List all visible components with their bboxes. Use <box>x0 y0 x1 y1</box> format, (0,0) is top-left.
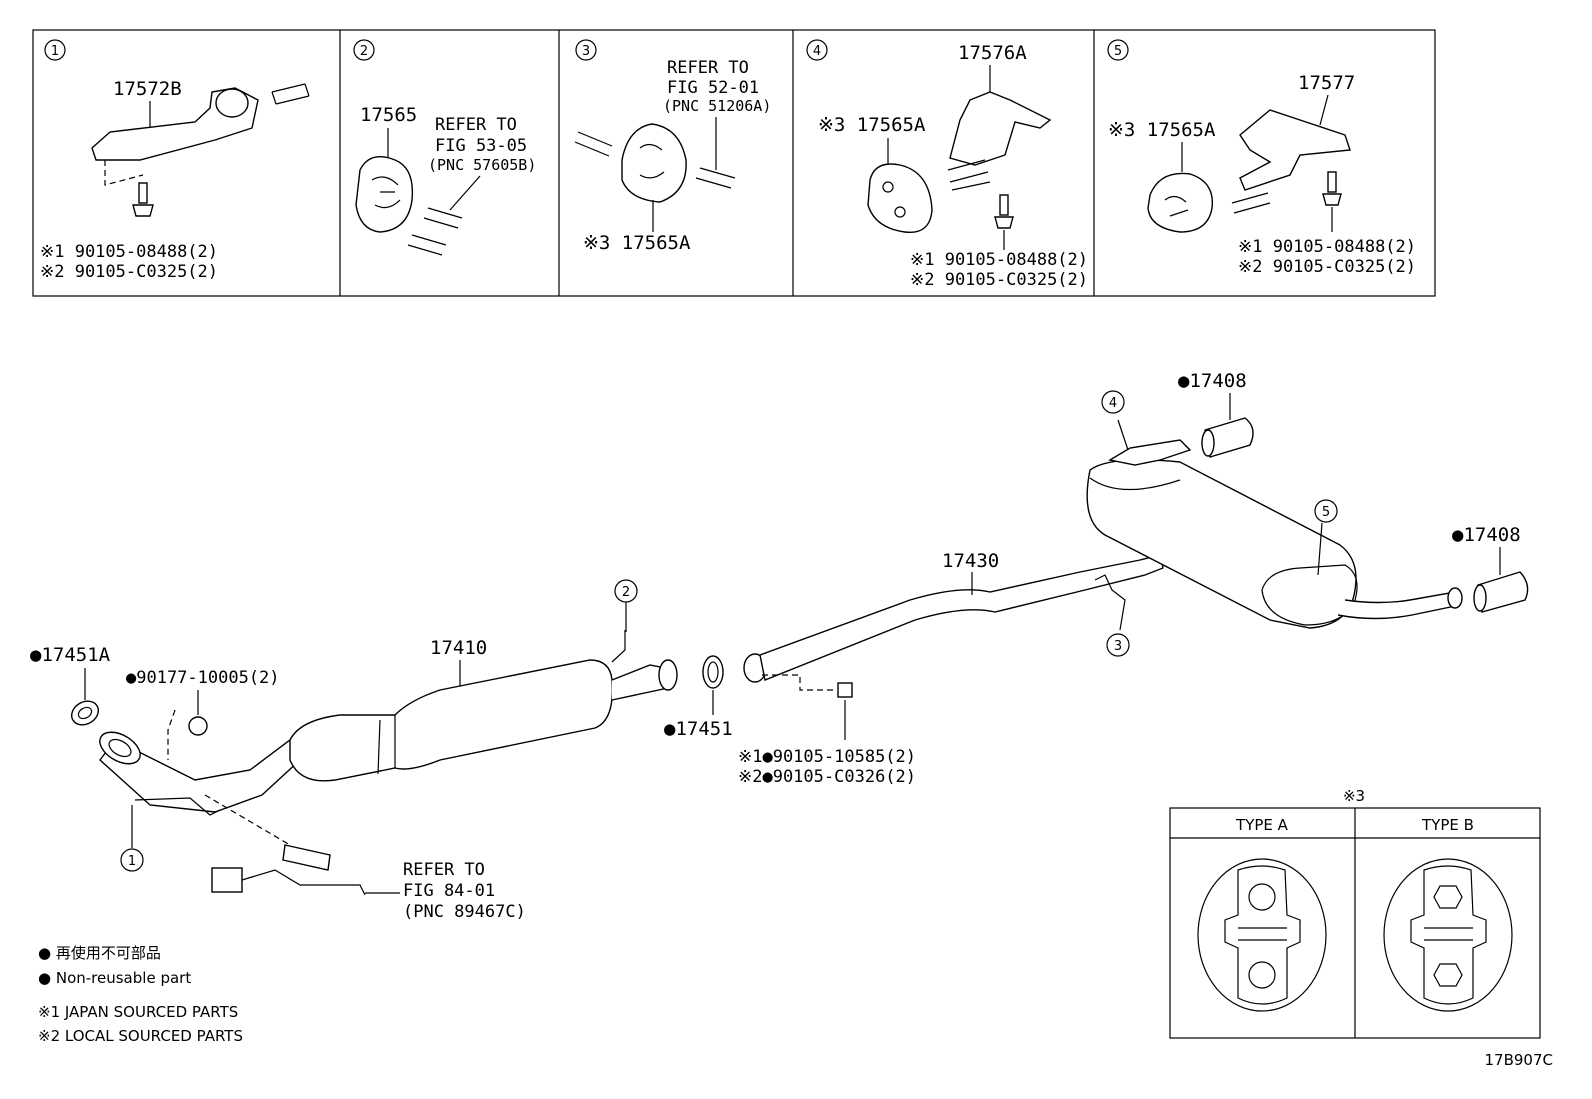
panel-3: 3 REFER TO FIG 52-01 (PNC 51206A) ※3 175… <box>574 39 771 254</box>
panel-4-part-number: ※3 17565A <box>818 114 926 136</box>
label-bolt-1: ※1●90105-10585(2) <box>738 747 916 767</box>
muffler <box>1086 459 1357 629</box>
type-b-label: TYPE B <box>1421 816 1474 834</box>
sensor-refer-2: FIG 84-01 <box>403 881 495 901</box>
bracket-17576a <box>949 91 1052 166</box>
callout-3 <box>1106 633 1130 657</box>
callout-5-number: 5 <box>1322 505 1330 520</box>
label-bolt-2: ※2●90105-C0326(2) <box>738 767 916 787</box>
oxygen-sensor <box>282 844 331 871</box>
hanger-17565 <box>355 156 414 233</box>
panel-3-refer-3: (PNC 51206A) <box>663 97 771 115</box>
panel-2-refer-3: (PNC 57605B) <box>428 156 536 174</box>
label-17451a: ●17451A <box>30 644 111 666</box>
panel-1: 1 17572B ※1 90105-08488(2) ※2 90105-C032… <box>40 39 310 282</box>
panel-3-refer-2: FIG 52-01 <box>667 78 759 98</box>
panel-5-number: 5 <box>1114 44 1122 59</box>
sensor-refer-1: REFER TO <box>403 860 485 880</box>
panel-4-number: 4 <box>813 44 821 59</box>
type-table: ※3 TYPE A TYPE B <box>1169 787 1541 1039</box>
callout-1 <box>120 848 144 872</box>
panel-2-refer-2: FIG 53-05 <box>435 136 527 156</box>
panel-4: 4 17576A ※3 17565A ※1 90105-08488(2) ※2 … <box>806 39 1088 290</box>
panel-4-bolt-2: ※2 90105-C0325(2) <box>910 270 1088 290</box>
legend-en: ● Non-reusable part <box>38 969 191 987</box>
callout-5 <box>1314 499 1338 523</box>
panel-2-number: 2 <box>360 44 368 59</box>
label-17451: ●17451 <box>664 718 733 740</box>
legend-jp: ● 再使用不可部品 <box>38 944 161 962</box>
center-pipe-17430 <box>759 554 1164 681</box>
type-table-mark: ※3 <box>1343 787 1365 805</box>
panel-2-refer-1: REFER TO <box>435 115 517 135</box>
bolt-center <box>837 682 853 698</box>
callout-4 <box>1101 390 1125 414</box>
gasket-17451a <box>70 700 100 726</box>
nut <box>188 716 208 736</box>
panel-1-number: 1 <box>51 44 59 59</box>
panel-3-part-number: ※3 17565A <box>583 232 691 254</box>
main-assembly: ●17451A ●90177-10005(2) 1 REFER TO FIG 8… <box>30 370 1529 922</box>
panel-3-refer-1: REFER TO <box>667 58 749 78</box>
type-a-label: TYPE A <box>1235 816 1289 834</box>
type-b-hanger <box>1383 858 1513 1012</box>
label-17408-top: ●17408 <box>1178 370 1247 392</box>
detail-panels: 1 17572B ※1 90105-08488(2) ※2 90105-C032… <box>32 29 1436 297</box>
legend-note-1: ※1 JAPAN SOURCED PARTS <box>38 1003 238 1021</box>
gasket-17451 <box>702 655 724 689</box>
callout-1-number: 1 <box>128 854 136 869</box>
hanger-17565a-panel5 <box>1147 172 1214 233</box>
panel-5-part-number: ※3 17565A <box>1108 119 1216 141</box>
panel-5-bolt-2: ※2 90105-C0325(2) <box>1238 257 1416 277</box>
tail-tip-right <box>1477 571 1529 613</box>
bracket-17577 <box>1239 109 1351 191</box>
label-nut: ●90177-10005(2) <box>126 668 280 688</box>
panel-1-bolt-1: ※1 90105-08488(2) <box>40 242 218 262</box>
type-a-hanger <box>1197 858 1327 1012</box>
label-17408-right: ●17408 <box>1452 524 1521 546</box>
panel-1-part-number: 17572B <box>113 78 182 100</box>
panel-2-part-number: 17565 <box>360 104 417 126</box>
panel-5-part-top: 17577 <box>1298 72 1355 94</box>
converter-17410 <box>289 659 614 782</box>
legend: ● 再使用不可部品 ● Non-reusable part ※1 JAPAN S… <box>38 944 243 1045</box>
callout-3-number: 3 <box>1114 639 1122 654</box>
label-17410: 17410 <box>430 637 487 659</box>
callout-2-number: 2 <box>622 585 630 600</box>
callout-4-number: 4 <box>1109 396 1117 411</box>
panel-2: 2 17565 REFER TO FIG 53-05 (PNC 57605B) <box>353 39 536 256</box>
panel-5-bolt-1: ※1 90105-08488(2) <box>1238 237 1416 257</box>
hanger-17565a-panel3 <box>621 123 687 203</box>
sensor-refer-3: (PNC 89467C) <box>403 902 526 922</box>
tail-tip-top <box>1204 417 1254 458</box>
panel-1-bolt-2: ※2 90105-C0325(2) <box>40 262 218 282</box>
figure-code: 17B907C <box>1485 1051 1553 1069</box>
label-17430: 17430 <box>942 550 999 572</box>
panel-5: 5 17577 ※3 17565A ※1 90105-08488(2) ※2 9… <box>1107 39 1416 277</box>
legend-note-2: ※2 LOCAL SOURCED PARTS <box>38 1027 243 1045</box>
panel-3-number: 3 <box>582 44 590 59</box>
panel-4-part-top: 17576A <box>958 42 1027 64</box>
hanger-17565a-panel4 <box>867 163 933 234</box>
panel-4-bolt-1: ※1 90105-08488(2) <box>910 250 1088 270</box>
